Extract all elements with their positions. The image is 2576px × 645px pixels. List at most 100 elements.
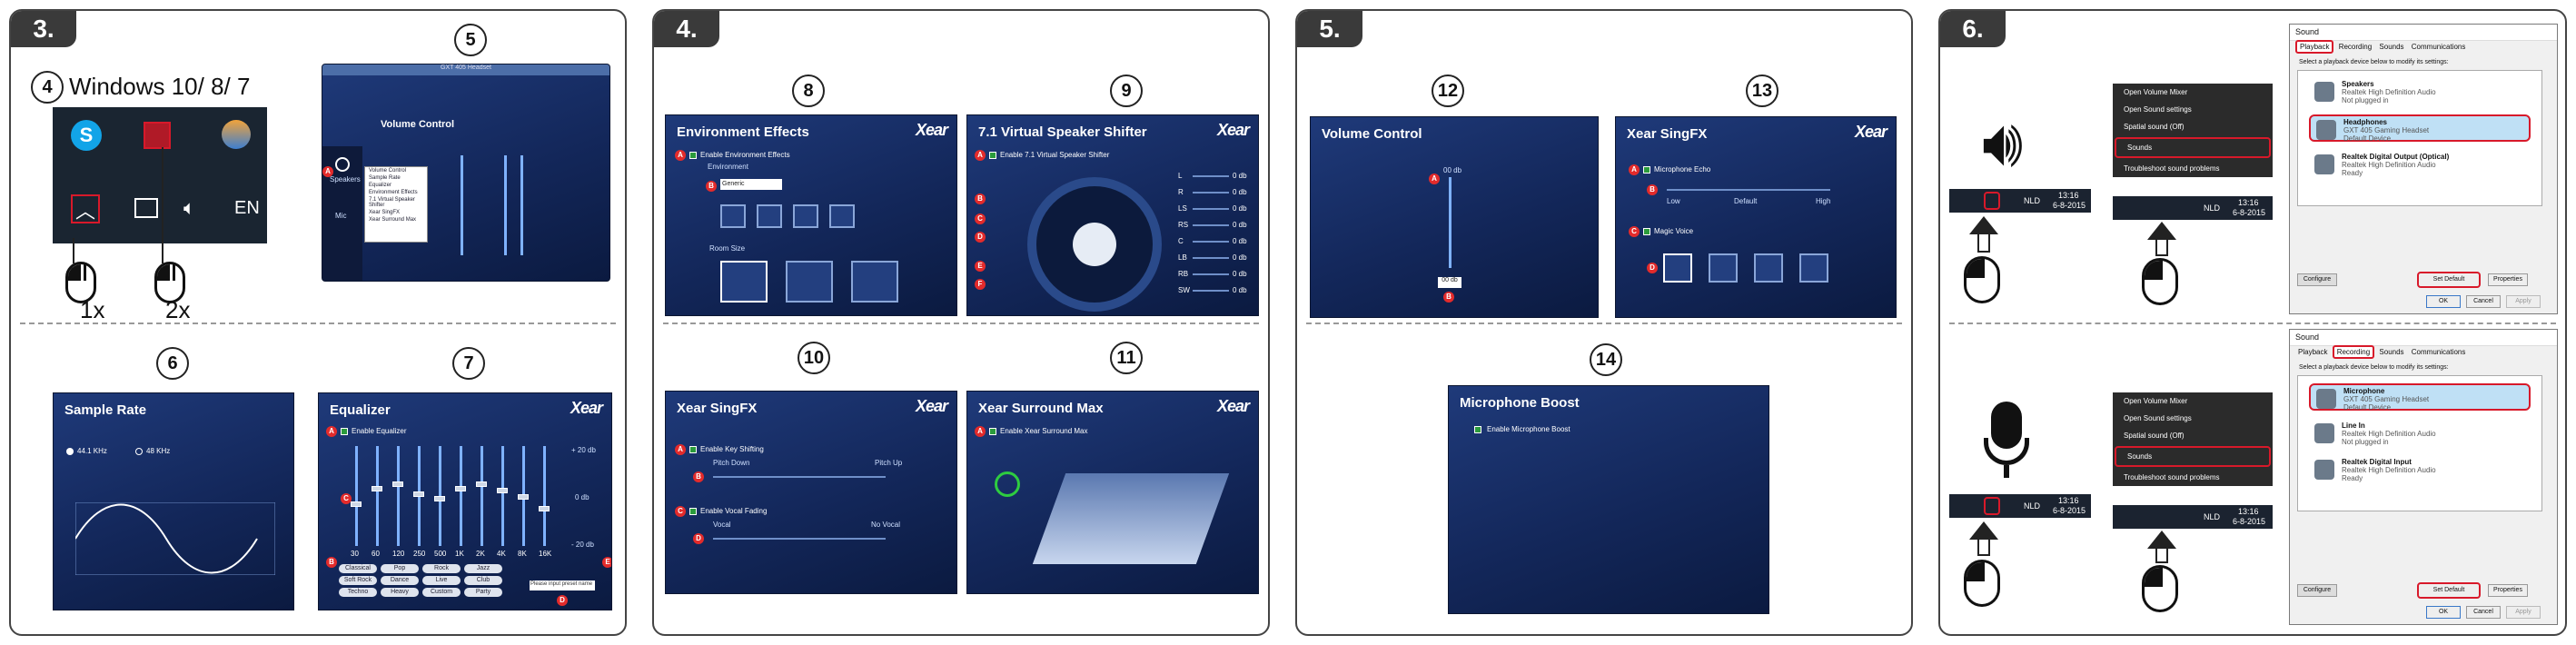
device-item[interactable]: Microphone GXT 405 Gaming Headset Defaul… xyxy=(2309,383,2531,412)
menu-item[interactable]: Sample Rate xyxy=(369,175,401,181)
chevron-up-icon[interactable]: ︿ xyxy=(71,194,100,223)
room-icon[interactable] xyxy=(720,204,746,228)
arrow-up-icon xyxy=(2147,222,2176,240)
speaker-icon[interactable] xyxy=(1984,192,2000,210)
arrow-up-icon xyxy=(1969,521,1998,540)
eq-knob[interactable] xyxy=(455,486,466,491)
eq-preset-button[interactable]: Party xyxy=(464,588,502,597)
eq-knob[interactable] xyxy=(392,481,403,487)
eq-slider[interactable] xyxy=(501,446,504,546)
device-item[interactable]: Realtek Digital Input Realtek High Defin… xyxy=(2309,456,2531,483)
cup-icon[interactable] xyxy=(829,204,855,228)
channel-db: 0 db xyxy=(1233,188,1247,196)
sound-context-menu: Open Volume Mixer Open Sound settings Sp… xyxy=(2113,84,2273,177)
eq-freq-label: 16K xyxy=(539,550,552,558)
eq-freq-label: 60 xyxy=(372,550,380,558)
channel-slider[interactable] xyxy=(1193,208,1229,210)
room-size-medium-icon[interactable] xyxy=(786,261,833,303)
surround-max-screenshot: Xear Surround Max Xear A Enable Xear Sur… xyxy=(966,391,1259,594)
eq-slider[interactable] xyxy=(481,446,483,546)
device-icon xyxy=(2316,120,2336,140)
tray-screenshot: S ︿ 🔈︎ EN xyxy=(53,107,267,243)
channel-slider[interactable] xyxy=(1193,192,1229,194)
headset-tray-icon[interactable] xyxy=(144,122,171,149)
channel-slider[interactable] xyxy=(1193,224,1229,226)
device-item[interactable]: Speakers Realtek High Definition Audio N… xyxy=(2309,78,2531,105)
channel-slider[interactable] xyxy=(1193,273,1229,275)
channel-db: 0 db xyxy=(1233,253,1247,262)
arrow-up-icon xyxy=(1969,216,1998,234)
eq-knob[interactable] xyxy=(413,491,424,497)
eq-preset-button[interactable]: Rock xyxy=(422,564,461,573)
channel-label: RB xyxy=(1178,270,1189,278)
equalizer-screenshot: Equalizer Xear A Enable Equalizer C + 20… xyxy=(318,392,612,610)
magic-voice-icon[interactable] xyxy=(1663,253,1692,283)
menu-item[interactable]: Xear Surround Max xyxy=(369,217,417,223)
eq-preset-button[interactable]: Jazz xyxy=(464,564,502,573)
menu-item[interactable]: Xear SingFX xyxy=(369,210,401,215)
eq-preset-button[interactable]: Classical xyxy=(339,564,377,573)
device-item[interactable]: Headphones GXT 405 Gaming Headset Defaul… xyxy=(2309,114,2531,143)
eq-knob[interactable] xyxy=(372,486,382,491)
channel-slider[interactable] xyxy=(1193,290,1229,292)
channel-slider[interactable] xyxy=(1193,257,1229,259)
channel-label: SW xyxy=(1178,286,1190,294)
eq-knob[interactable] xyxy=(434,496,445,501)
eq-knob[interactable] xyxy=(497,488,508,494)
channel-slider[interactable] xyxy=(1193,241,1229,243)
menu-item[interactable]: Environment Effects xyxy=(369,190,418,195)
eq-preset-button[interactable]: Heavy xyxy=(381,588,419,597)
eq-knob[interactable] xyxy=(518,493,529,500)
app-tray-icon xyxy=(222,120,251,149)
channel-label: LS xyxy=(1178,204,1187,213)
device-icon xyxy=(2314,82,2334,102)
device-item[interactable]: Realtek Digital Output (Optical) Realtek… xyxy=(2309,151,2531,178)
speaker-icon[interactable] xyxy=(1984,497,2000,515)
channel-label: RS xyxy=(1178,221,1189,229)
step-circle-14: 14 xyxy=(1590,343,1622,376)
virtual-speaker-shifter-screenshot: 7.1 Virtual Speaker Shifter Xear A Enabl… xyxy=(966,114,1259,316)
eq-slider[interactable] xyxy=(543,446,546,546)
eq-preset-button[interactable]: Dance xyxy=(381,576,419,585)
menu-item[interactable]: Equalizer xyxy=(369,183,392,188)
room-size-large-icon[interactable] xyxy=(851,261,898,303)
eq-knob[interactable] xyxy=(539,506,550,511)
eq-knob[interactable] xyxy=(351,501,362,507)
eq-preset-button[interactable]: Soft Rock xyxy=(339,576,377,585)
channel-db: 0 db xyxy=(1233,286,1247,294)
woman-icon[interactable] xyxy=(1799,253,1828,283)
click-twice-label: 2x xyxy=(165,296,191,323)
eq-slider[interactable] xyxy=(397,446,400,546)
divider xyxy=(1306,322,1902,324)
menu-item[interactable]: 7.1 Virtual Speaker Shifter xyxy=(369,197,415,208)
eq-preset-button[interactable]: Custom xyxy=(422,588,461,597)
step-circle-5: 5 xyxy=(454,24,487,56)
man-icon[interactable] xyxy=(1754,253,1783,283)
device-item[interactable]: Line In Realtek High Definition Audio No… xyxy=(2309,420,2531,447)
eq-knob[interactable] xyxy=(476,481,487,487)
sound-context-menu: Open Volume Mixer Open Sound settings Sp… xyxy=(2113,392,2273,486)
click-once-label: 1x xyxy=(80,296,105,323)
step-circle-12: 12 xyxy=(1432,74,1464,107)
surround-room-icon xyxy=(1032,473,1230,564)
eq-slider[interactable] xyxy=(460,446,462,546)
eq-slider[interactable] xyxy=(376,446,379,546)
duck-icon[interactable] xyxy=(1709,253,1738,283)
mouse-icon xyxy=(1964,560,2000,607)
channel-db: 0 db xyxy=(1233,221,1247,229)
menu-item[interactable]: Volume Control xyxy=(369,168,407,174)
eq-slider[interactable] xyxy=(355,446,358,546)
listener-icon xyxy=(1073,223,1116,266)
hall-icon[interactable] xyxy=(757,204,782,228)
eq-preset-button[interactable]: Techno xyxy=(339,588,377,597)
channel-slider[interactable] xyxy=(1193,175,1229,177)
bathroom-icon[interactable] xyxy=(793,204,818,228)
room-size-small-icon[interactable] xyxy=(720,261,768,303)
eq-preset-button[interactable]: Club xyxy=(464,576,502,585)
eq-preset-button[interactable]: Pop xyxy=(381,564,419,573)
device-icon xyxy=(2314,460,2334,480)
mouse-icon xyxy=(154,262,185,303)
speaker-icon: 🔈︎ xyxy=(183,196,196,219)
step-number: 6. xyxy=(1940,11,2006,47)
eq-preset-button[interactable]: Live xyxy=(422,576,461,585)
